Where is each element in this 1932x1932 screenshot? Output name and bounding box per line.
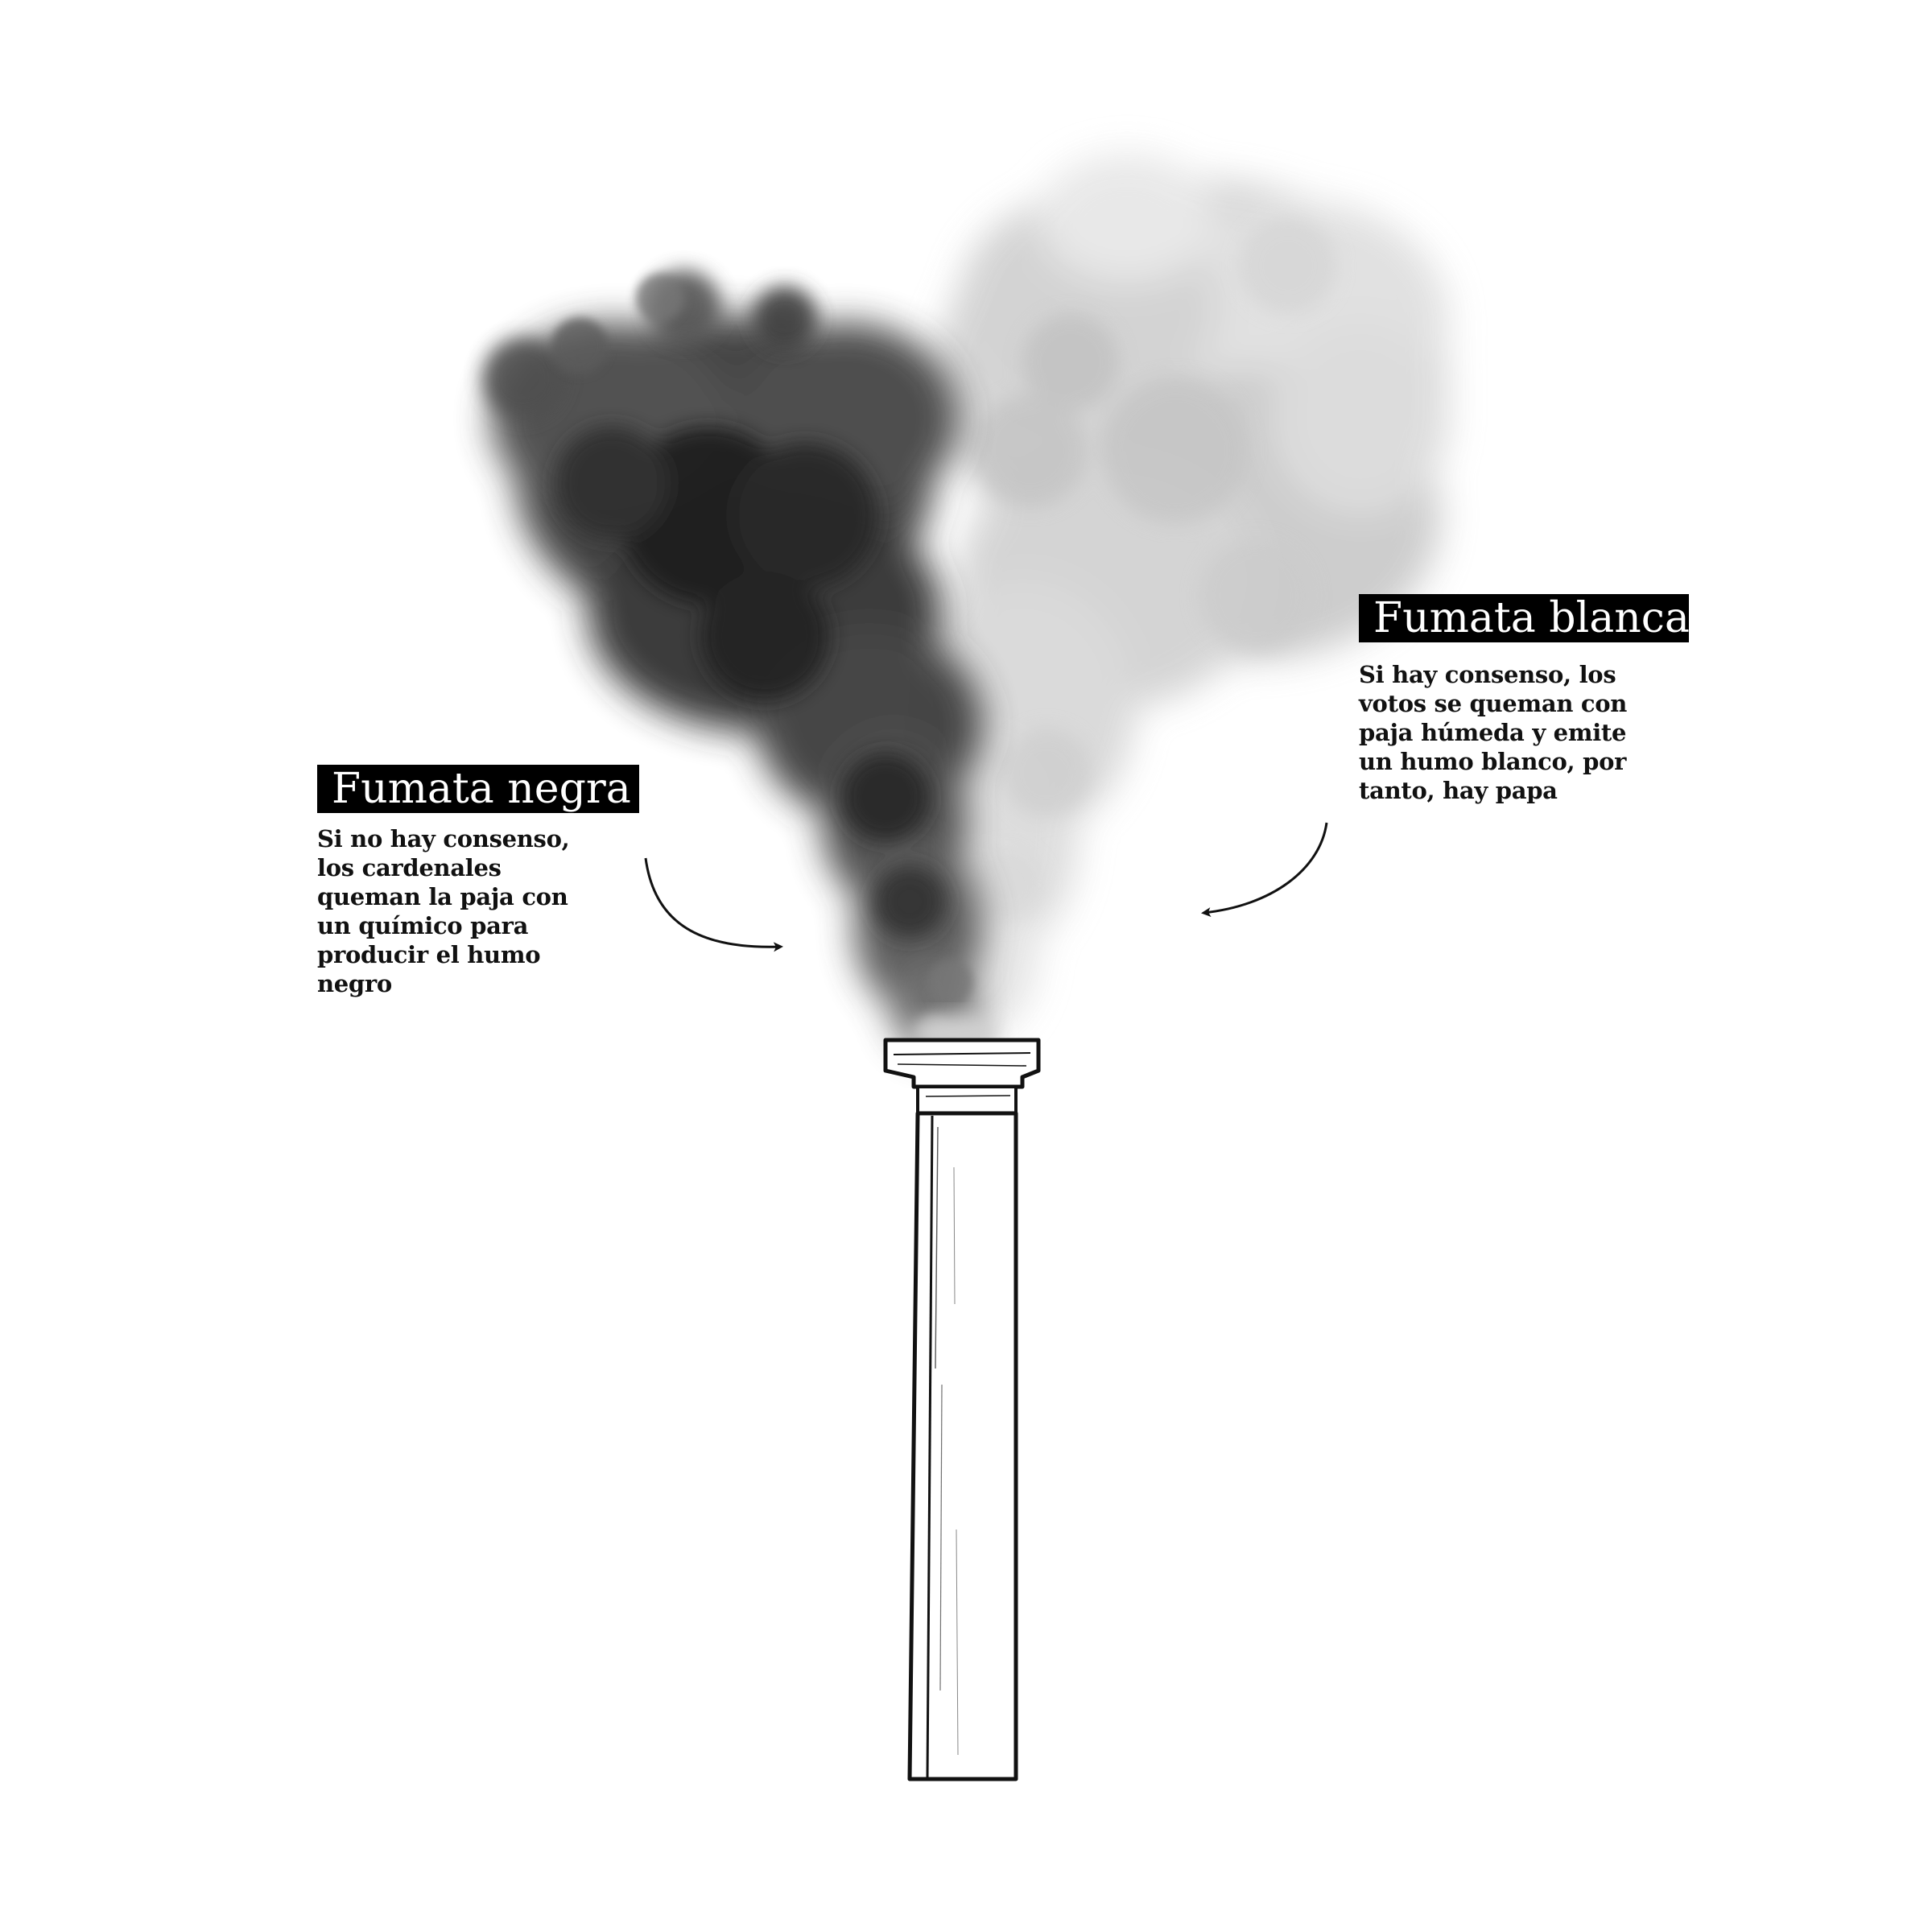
arrow-fumata-negra (644, 857, 783, 952)
arrow-fumata-blanca (1201, 822, 1328, 918)
fumata-blanca-description: Si hay consenso, los votos se queman con… (1359, 661, 1628, 804)
black-smoke-cloud (483, 270, 982, 1055)
chimney (883, 1038, 1041, 1781)
fumata-blanca-heading: Fumata blanca (1359, 594, 1690, 642)
fumata-negra-heading: Fumata negra (317, 765, 639, 813)
fumata-negra-description: Si no hay consenso, los cardenales quema… (317, 825, 570, 997)
